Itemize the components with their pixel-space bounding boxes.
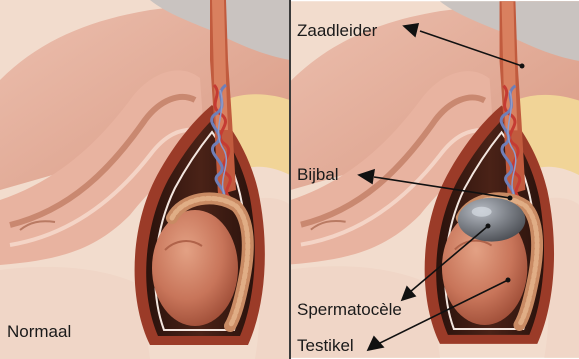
vas-deferens-label: Zaadleider	[297, 22, 377, 39]
testicle-label: Testikel	[297, 337, 354, 354]
panel-divider	[289, 0, 291, 359]
normal-panel	[0, 0, 290, 359]
epididymis-label: Bijbal	[297, 166, 339, 183]
normal-caption: Normaal	[7, 323, 71, 340]
spermatocele-label: Spermatocèle	[297, 301, 402, 318]
spermatocele-cyst	[458, 198, 526, 242]
